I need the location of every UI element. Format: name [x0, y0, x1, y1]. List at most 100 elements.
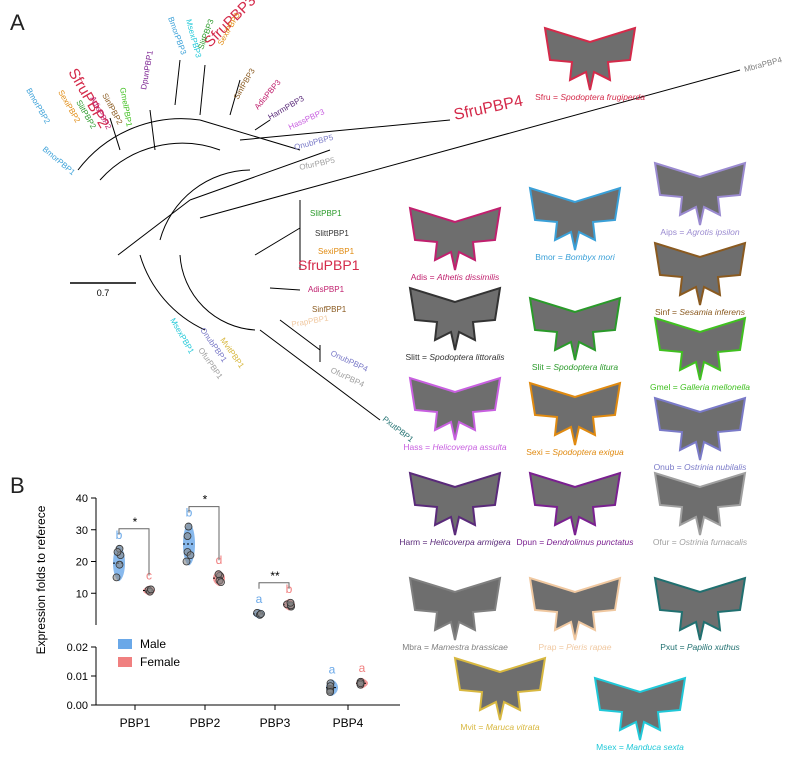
x-tick-label: PBP1 [120, 716, 151, 730]
species-abbr: Bmor [535, 252, 555, 262]
species-equals: = [543, 447, 553, 457]
species-name: Pieris rapae [566, 642, 612, 652]
moth-onub-icon [653, 396, 747, 461]
moth-sfru-icon [543, 26, 637, 91]
sig-letter-female: a [359, 661, 366, 675]
data-point [182, 557, 191, 566]
x-tick-label: PBP3 [260, 716, 291, 730]
species-label: Slitt = Spodoptera littoralis [406, 352, 506, 362]
species-abbr: Pxut [660, 642, 678, 652]
species-abbr: Sfru [535, 92, 551, 102]
species-label: Aips = Agrotis ipsilon [660, 227, 739, 237]
species-equals: = [616, 742, 626, 752]
species-label: Mbra = Mamestra brassicae [402, 642, 508, 652]
moth-slitt-icon [408, 286, 502, 351]
species-name: Athetis dissimilis [436, 272, 500, 282]
species-abbr: Prap [538, 642, 556, 652]
data-point [184, 522, 193, 531]
species-equals: = [544, 362, 554, 372]
tree-label: SexiPBP1 [318, 247, 355, 256]
phylogenetic-tree [77, 59, 741, 421]
species-equals: = [670, 382, 680, 392]
data-point [146, 585, 155, 594]
tree-label: HassPBP3 [287, 107, 326, 132]
species-label: Dpun = Dendrolimus punctatus [517, 537, 635, 547]
significance-bracket [188, 506, 220, 561]
data-point [112, 573, 121, 582]
species-name: Dendrolimus punctatus [547, 537, 635, 547]
data-point [186, 551, 195, 560]
sig-letter-male: a [329, 662, 336, 676]
species-label: Prap = Pieris rapae [538, 642, 611, 652]
moth-bmor-icon [528, 186, 622, 251]
tree-labels: SfruPBP2SfruPBP3SfruPBP4SfruPBP1BmorPBP2… [24, 0, 783, 444]
species-name: Manduca sexta [626, 742, 684, 752]
species-abbr: Aips [660, 227, 677, 237]
species-equals: = [422, 642, 432, 652]
scale-bar-label: 0.7 [97, 288, 110, 298]
tree-label: SlitPBP1 [310, 209, 342, 218]
sig-letter-male: a [256, 592, 263, 606]
tree-label: SfruPBP1 [298, 257, 360, 273]
data-point [217, 578, 225, 587]
species-abbr: Adis [411, 272, 428, 282]
tree-label: PxutPBP1 [381, 414, 416, 444]
species-equals: = [551, 92, 561, 102]
species-abbr: Sexi [526, 447, 543, 457]
species-equals: = [670, 307, 680, 317]
y-tick-label: 10 [76, 588, 88, 600]
moth-gmel-icon [653, 316, 747, 381]
data-point [356, 679, 365, 688]
data-point [115, 560, 124, 569]
panel-b-label: B [10, 473, 25, 498]
species-label: Mvit = Maruca vitrata [460, 722, 539, 732]
tree-label: SfruPBP4 [452, 93, 524, 124]
species-name: Sesamia inferens [679, 307, 745, 317]
species-label: Adis = Athetis dissimilis [411, 272, 500, 282]
tree-label: SlittPBP1 [315, 229, 349, 238]
tree-label: BmorPBP1 [41, 145, 78, 178]
data-point [214, 570, 223, 579]
species-name: Galleria mellonella [680, 382, 750, 392]
expression-violin-chart: Expression folds to referece 102030400.0… [34, 493, 400, 730]
moth-sinf-icon [653, 241, 747, 306]
species-equals: = [677, 642, 687, 652]
species-label: Harm = Helicoverpa armigera [399, 537, 511, 547]
species-name: Helicoverpa armigera [430, 537, 511, 547]
data-point [113, 548, 122, 556]
tree-label: AdisPBP1 [308, 285, 345, 294]
species-abbr: Slit [532, 362, 544, 372]
species-label: Sinf = Sesamia inferens [655, 307, 746, 317]
species-equals: = [537, 537, 547, 547]
species-label: Ofur = Ostrinia furnacalis [653, 537, 748, 547]
species-name: Spodoptera litura [553, 362, 618, 372]
species-abbr: Msex [596, 742, 617, 752]
species-equals: = [674, 462, 684, 472]
y-tick-label: 40 [76, 493, 88, 505]
species-name: Spodoptera littoralis [429, 352, 505, 362]
species-label: Pxut = Papilio xuthus [660, 642, 740, 652]
species-equals: = [556, 252, 566, 262]
tree-label: MbraPBP4 [743, 55, 783, 74]
data-point [183, 532, 192, 540]
data-point [286, 598, 295, 607]
data-point [326, 688, 335, 696]
moth-aips-icon [653, 161, 747, 226]
moth-mvit-icon [453, 656, 547, 721]
tree-label: SinfPBP3 [232, 66, 257, 101]
species-name: Spodoptera frugiperda [560, 92, 645, 102]
y-axis-label: Expression folds to referece [34, 505, 48, 654]
species-label: Hass = Helicoverpa assulta [403, 442, 507, 452]
y-tick-label: 0.01 [67, 671, 88, 683]
species-label: Msex = Manduca sexta [596, 742, 684, 752]
species-equals: = [669, 537, 679, 547]
species-abbr: Mvit [460, 722, 476, 732]
legend-label: Male [140, 637, 166, 651]
x-tick-label: PBP2 [190, 716, 221, 730]
species-name: Papilio xuthus [687, 642, 741, 652]
moth-dpun-icon [528, 471, 622, 536]
y-tick-label: 30 [76, 525, 88, 537]
